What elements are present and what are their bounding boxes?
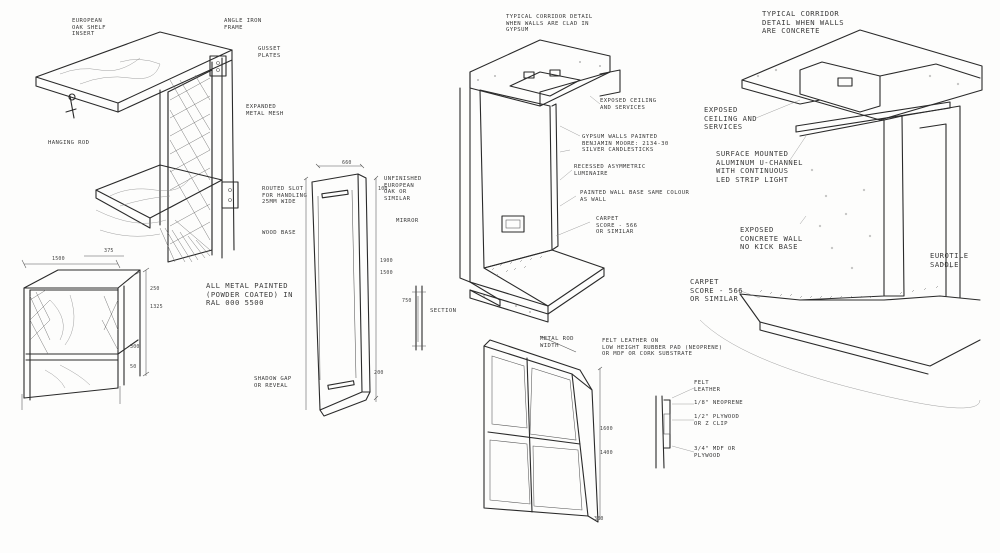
label-wood-base: Wood base: [262, 230, 296, 236]
label-gusset: Gusset plates: [258, 46, 281, 59]
dim-1500b: 1500: [380, 270, 393, 276]
label-carpet-2: Carpet Score - 566 or similar: [690, 277, 744, 304]
label-mdf: 3/4" mdf or plywood: [694, 446, 736, 459]
dim-1500: 1500: [52, 256, 65, 262]
label-felt-leather-2: Felt leather: [694, 380, 721, 393]
label-concrete-wall: Exposed concrete wall no kick base: [740, 225, 803, 252]
label-expanded-mesh: Expanded metal mesh: [246, 104, 284, 117]
corridor-gypsum-sketch: [459, 39, 621, 323]
dim-1400: 1400: [600, 450, 613, 456]
corridor-concrete-sketch: [699, 29, 983, 409]
label-eurotile: Eurotile saddle: [930, 251, 969, 269]
label-exposed-ceiling-1: Exposed ceiling and services: [600, 98, 657, 111]
wall-panel-sketch: [483, 335, 695, 523]
dim-750: 750: [402, 298, 412, 304]
label-metal-rod-width: Metal rod width: [540, 336, 574, 349]
dim-1600: 1600: [600, 426, 613, 432]
label-angle-frame: Angle iron frame: [224, 18, 262, 31]
label-shelf-top: European oak shelf insert: [72, 18, 106, 38]
dim-250: 250: [150, 286, 160, 292]
dim-200: 200: [374, 370, 384, 376]
dim-300b: 300: [594, 516, 604, 522]
label-recessed-luminaire: Recessed asymmetric luminaire: [574, 164, 646, 177]
dim-100: 100: [378, 186, 388, 192]
dim-300: 300: [130, 344, 140, 350]
dim-660: 660: [342, 160, 352, 166]
label-felt-leather: Felt leather on low height rubber pad (n…: [602, 338, 723, 358]
title-corridor-concrete: Typical corridor detail when walls are c…: [762, 9, 845, 36]
label-exposed-ceiling-2: Exposed ceiling and services: [704, 105, 758, 132]
label-plywood-clip: 1/2" plywood or z clip: [694, 414, 740, 427]
shelf-unit-sketch: [35, 31, 239, 263]
label-section: Section: [430, 308, 457, 314]
label-unfinished-oak: Unfinished European oak or similar: [384, 176, 422, 202]
dim-1900: 1900: [380, 258, 393, 264]
label-neoprene: 1/8" neoprene: [694, 400, 743, 406]
dim-375: 375: [104, 248, 114, 254]
label-hanging-rod: Hanging rod: [48, 140, 90, 146]
label-mirror: Mirror: [396, 218, 419, 224]
label-gypsum-walls: Gypsum walls painted Benjamin Moore: 213…: [582, 134, 669, 154]
title-corridor-gypsum: Typical corridor detail when walls are c…: [506, 14, 593, 34]
shelf-elevation-sketch: [21, 255, 150, 410]
label-shadow-gap: Shadow gap or reveal: [254, 376, 292, 389]
label-wall-base: Painted wall base same colour as wall: [580, 190, 690, 203]
label-metal-painted: All metal painted (powder coated) in RAL…: [206, 281, 293, 308]
label-carpet-1: Carpet Score - 566 or similar: [596, 216, 638, 236]
dim-1325: 1325: [150, 304, 163, 310]
label-routed-slot: Routed slot for handling 25mm wide: [262, 186, 308, 206]
label-surface-channel: Surface mounted aluminum u-channel with …: [716, 149, 803, 184]
dim-50: 50: [130, 364, 137, 370]
mirror-panel-sketch: [303, 163, 426, 417]
